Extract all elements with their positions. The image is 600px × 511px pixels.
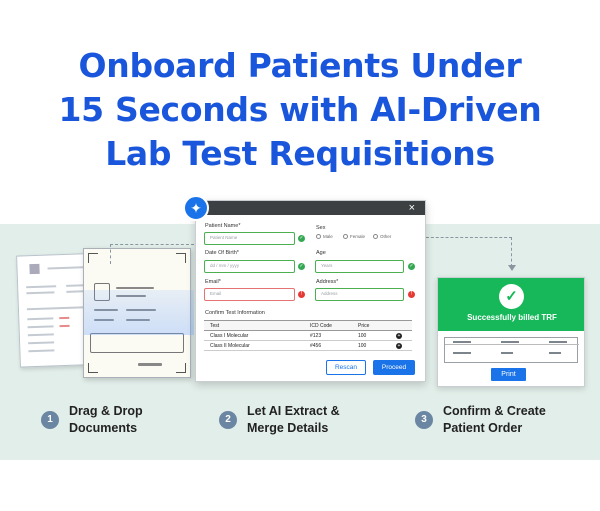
- icd-code: #456: [310, 342, 322, 349]
- sex-label: Sex: [316, 225, 326, 231]
- column-icd: ICD Code: [310, 322, 332, 329]
- requisition-form-window: ×: [195, 200, 426, 382]
- handwritten-requisition-document[interactable]: [83, 248, 191, 378]
- confirm-test-heading: Confirm Test Information: [205, 310, 265, 316]
- email-input[interactable]: Email: [204, 288, 295, 301]
- step-label-line-2: Merge Details: [247, 421, 329, 435]
- column-price: Price: [358, 322, 370, 329]
- dob-input[interactable]: dd / mm / yyyy: [204, 260, 295, 273]
- order-summary-preview: [444, 337, 579, 363]
- icd-code: #123: [310, 332, 322, 339]
- column-test: Test: [210, 322, 220, 329]
- step-label: Drag & Drop Documents: [69, 403, 143, 437]
- check-icon: ✓: [298, 263, 305, 270]
- step-3: 3 Confirm & Create Patient Order: [415, 403, 546, 437]
- test-name: Class II Molecular: [210, 342, 250, 349]
- radio-male[interactable]: Male: [316, 234, 333, 239]
- table-row[interactable]: Class II Molecular #456 100 +: [204, 341, 412, 351]
- radio-male-label: Male: [323, 234, 333, 239]
- step-label-line-1: Drag & Drop: [69, 404, 143, 418]
- radio-female-label: Female: [350, 234, 366, 239]
- email-label: Email*: [205, 279, 221, 285]
- age-input[interactable]: Years: [315, 260, 404, 273]
- price: 100: [358, 332, 367, 339]
- step-label-line-1: Let AI Extract &: [247, 404, 340, 418]
- remove-icon[interactable]: +: [396, 332, 402, 339]
- step-label-line-1: Confirm & Create: [443, 404, 546, 418]
- check-circle-icon: ✓: [499, 284, 524, 309]
- step-label: Confirm & Create Patient Order: [443, 403, 546, 437]
- rescan-button[interactable]: Rescan: [326, 360, 366, 375]
- test-name: Class I Molecular: [210, 332, 249, 339]
- test-table: Test ICD Code Price Class I Molecular #1…: [204, 320, 412, 351]
- scan-highlight: [84, 290, 194, 335]
- step-label: Let AI Extract & Merge Details: [247, 403, 340, 437]
- age-label: Age: [316, 250, 326, 256]
- remove-icon[interactable]: +: [396, 342, 402, 349]
- headline-line-2: 15 Seconds with AI-Driven: [58, 90, 542, 129]
- flow-arrow-to-result: [426, 237, 516, 271]
- flow-arrow-to-form: [110, 244, 194, 264]
- headline: Onboard Patients Under 15 Seconds with A…: [0, 44, 600, 176]
- proceed-button[interactable]: Proceed: [373, 360, 415, 375]
- table-row[interactable]: Class I Molecular #123 100 +: [204, 331, 412, 341]
- check-icon: ✓: [408, 263, 415, 270]
- step-1: 1 Drag & Drop Documents: [41, 403, 143, 437]
- price: 100: [358, 342, 367, 349]
- ai-sparkle-icon: ✦: [183, 195, 209, 221]
- step-label-line-2: Patient Order: [443, 421, 523, 435]
- step-number: 3: [415, 411, 433, 429]
- patient-name-label: Patient Name*: [205, 223, 241, 229]
- radio-other-label: Other: [380, 234, 392, 239]
- success-title: Successfully billed TRF: [467, 313, 557, 322]
- error-icon: !: [298, 291, 305, 298]
- success-banner: ✓ Successfully billed TRF: [438, 278, 584, 331]
- step-number: 1: [41, 411, 59, 429]
- patient-name-input[interactable]: Patient Name: [204, 232, 295, 245]
- check-icon: ✓: [298, 235, 305, 242]
- headline-line-1: Onboard Patients Under: [78, 46, 522, 85]
- dob-label: Date Of Birth*: [205, 250, 239, 256]
- address-label: Address*: [316, 279, 339, 285]
- success-card: ✓ Successfully billed TRF Print: [437, 277, 585, 387]
- error-icon: !: [408, 291, 415, 298]
- step-number: 2: [219, 411, 237, 429]
- radio-other[interactable]: Other: [373, 234, 391, 239]
- headline-line-3: Lab Test Requisitions: [105, 134, 495, 173]
- print-button[interactable]: Print: [491, 368, 526, 381]
- window-titlebar: ×: [196, 201, 425, 215]
- address-input[interactable]: Address: [315, 288, 404, 301]
- radio-female[interactable]: Female: [343, 234, 365, 239]
- close-icon[interactable]: ×: [408, 202, 415, 214]
- table-header: Test ICD Code Price: [204, 321, 412, 331]
- step-label-line-2: Documents: [69, 421, 138, 435]
- step-2: 2 Let AI Extract & Merge Details: [219, 403, 340, 437]
